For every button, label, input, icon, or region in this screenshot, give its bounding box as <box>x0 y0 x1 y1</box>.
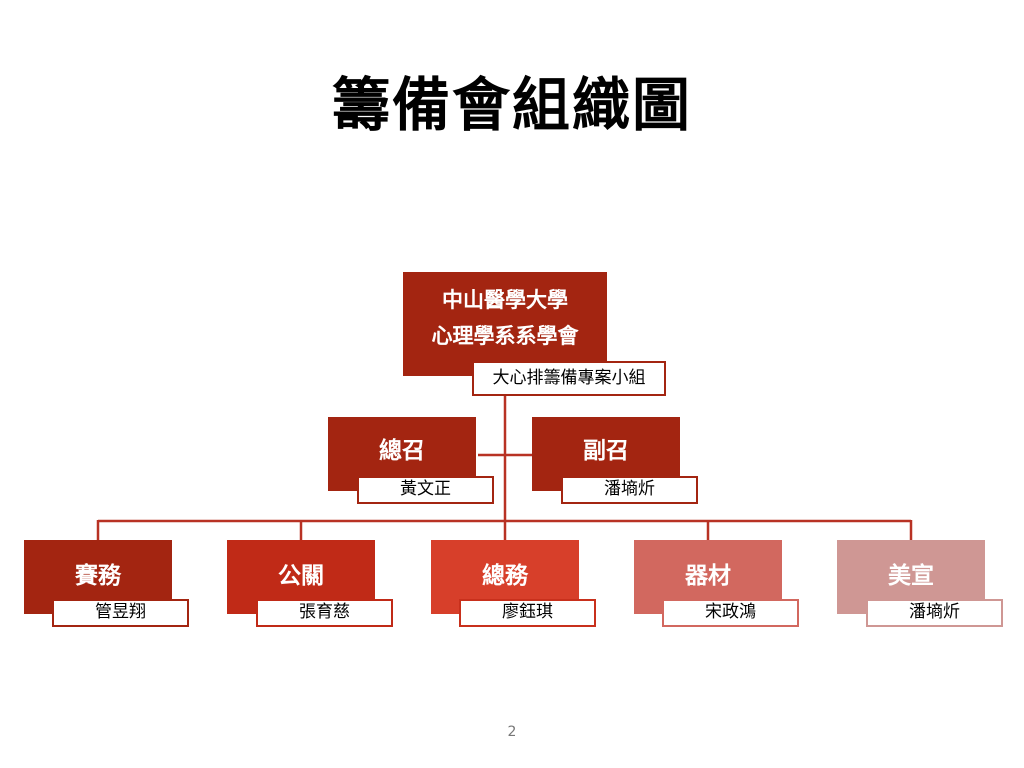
dept-role: 公關 <box>278 563 324 589</box>
dept-name-1: 張育慈 <box>256 599 393 627</box>
dept-name-4: 潘墒炘 <box>866 599 1003 627</box>
dept-role: 器材 <box>685 563 731 589</box>
root-label: 大心排籌備專案小組 <box>472 361 666 396</box>
leader-name-vice-convener: 潘墒炘 <box>561 476 698 504</box>
dept-name-2: 廖鈺琪 <box>459 599 596 627</box>
root-line2: 心理學系系學會 <box>431 324 579 348</box>
dept-role: 總務 <box>482 563 528 589</box>
dept-name-0: 管昱翔 <box>52 599 189 627</box>
leader-name-convener: 黃文正 <box>357 476 494 504</box>
root-line1: 中山醫學大學 <box>442 288 568 312</box>
dept-role: 賽務 <box>75 563 121 589</box>
page-title: 籌備會組織圖 <box>331 71 692 139</box>
leader-role: 副召 <box>583 438 629 464</box>
dept-name-3: 宋政鴻 <box>662 599 799 627</box>
dept-role: 美宣 <box>888 563 934 589</box>
root-node: 中山醫學大學 心理學系系學會 <box>403 272 607 376</box>
leader-role: 總召 <box>379 438 425 464</box>
page-number: 2 <box>507 724 517 740</box>
